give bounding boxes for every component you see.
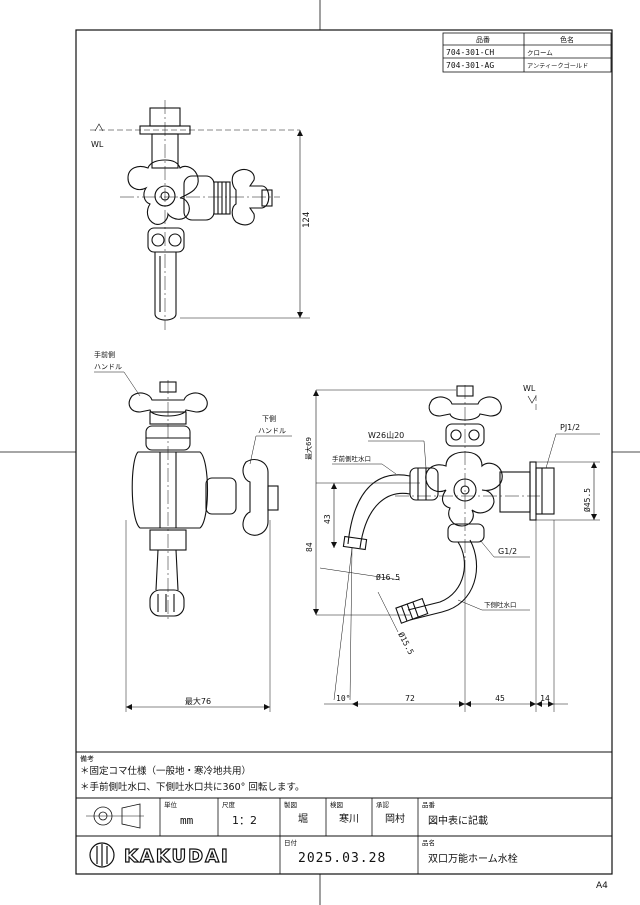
thread-w-label: W26山20 [368,430,404,440]
front-handle-label: 手前側 [94,350,115,359]
scale-label: 尺度 [222,800,236,809]
dim-d15: Ø15.5 [396,630,416,656]
front-spout-label: 手前側吐水口 [332,454,371,463]
kakudai-logo-icon [89,842,115,868]
dim-45: 45 [495,694,505,703]
sheet-frame [75,29,613,875]
unit-value: mm [180,814,194,827]
dim-max69: 最大69 [304,437,313,460]
variant-row-color: クローム [527,49,553,57]
drawn-label: 製図 [284,800,297,809]
checked-label: 検図 [330,800,343,809]
dim-43: 43 [323,514,332,524]
variant-row-code: 704-301-CH [446,48,494,57]
plan-view [342,385,555,624]
front-dim-height: 124 [302,212,312,228]
notes: 備考 ＊固定コマ仕様（一般地・寒冷地共用） ＊手前側吐水口、下側吐水口共に360… [76,751,612,793]
drawn-value: 堀 [298,813,308,825]
wl-label: WL [91,140,104,149]
side-view-labels: 手前側 ハンドル 下側 ハンドル 最大76 [94,350,292,712]
front-handle-label: ハンドル [94,363,122,371]
lower-handle-label: ハンドル [258,427,286,435]
notes-line: ＊固定コマ仕様（一般地・寒冷地共用） [80,765,251,777]
dim-14: 14 [540,694,550,703]
scale-value: 1：2 [232,814,257,827]
side-view [128,380,279,620]
front-view-dims: WL 124 [91,123,312,319]
variant-table: 品番 色名 704-301-CH クローム 704-301-AG アンティークゴ… [442,32,612,73]
unit-label: 単位 [164,800,178,809]
dim-72: 72 [405,694,415,703]
name-value: 双口万能ホーム水栓 [428,852,518,865]
projection-symbol-icon [86,803,144,829]
dim-angle: 10° [336,694,350,703]
variant-header-color: 色名 [560,35,574,44]
dim-d16: Ø16.5 [376,572,400,582]
notes-line: ＊手前側吐水口、下側吐水口共に360° 回転します。 [80,781,304,793]
approved-value: 岡村 [385,812,405,825]
brand-name: KAKUDAI [124,846,230,867]
name-label: 品名 [422,838,435,847]
part-label: 品番 [422,801,436,809]
checked-value: 寒川 [339,812,359,825]
part-value: 図中表に記載 [428,814,488,827]
variant-header-code: 品番 [476,36,490,44]
dim-84: 84 [305,542,314,552]
side-dim-width: 最大76 [185,696,211,706]
pj-label: PJ1/2 [560,423,580,432]
notes-title: 備考 [80,754,94,763]
g-thread-label: G1/2 [498,547,517,556]
approved-label: 承認 [376,800,390,809]
sheet-size: A4 [596,881,608,891]
plan-wl-label: WL [523,384,536,393]
plan-view-dims: WL W26山20 手前側吐水口 PJ1/2 Ø45.5 最大69 43 84 … [304,384,600,712]
variant-row-color: アンティークゴールド [527,62,588,70]
lower-handle-label: 下側 [262,414,276,423]
date-value: 2025.03.28 [298,851,386,866]
front-view [90,100,300,330]
lower-spout-label: 下側吐水口 [484,600,517,609]
variant-row-code: 704-301-AG [446,61,494,70]
dim-d45: Ø45.5 [582,488,592,512]
date-label: 日付 [284,838,298,847]
title-block: 単位 mm 尺度 1：2 製図 堀 検図 寒川 承認 岡村 品番 図中表に記載 … [76,797,612,874]
